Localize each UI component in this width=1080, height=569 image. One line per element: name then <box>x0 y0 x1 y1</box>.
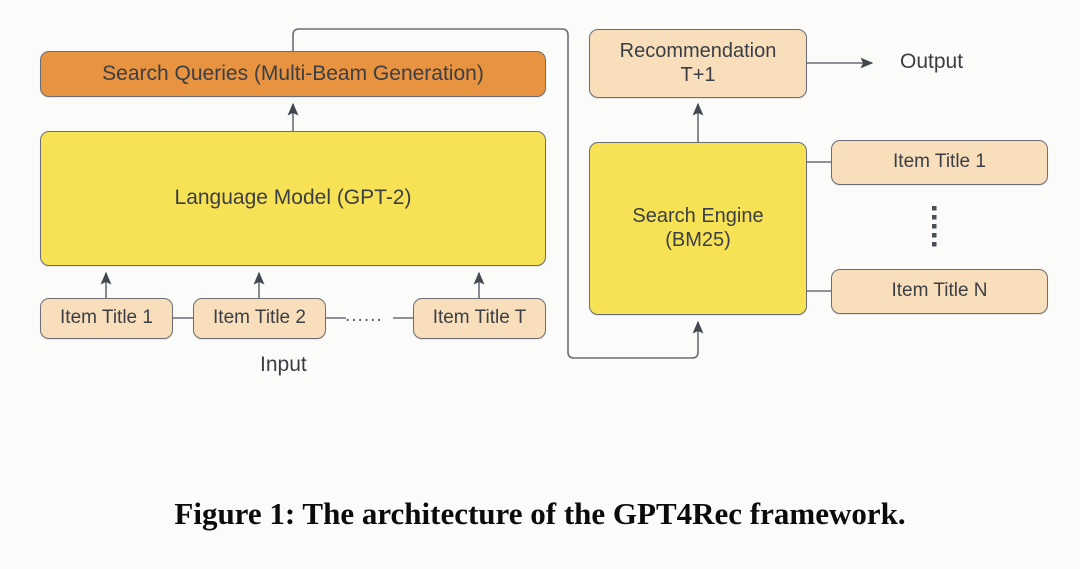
node-result-item-title-1[interactable]: Item Title 1 <box>831 140 1048 185</box>
node-input-item-title-2[interactable]: Item Title 2 <box>193 298 326 339</box>
input-label: Input <box>260 353 307 376</box>
node-input-item-title-t[interactable]: Item Title T <box>413 298 546 339</box>
node-search-engine[interactable]: Search Engine (BM25) <box>589 142 807 315</box>
node-recommendation[interactable]: Recommendation T+1 <box>589 29 807 98</box>
node-result-item-title-n[interactable]: Item Title N <box>831 269 1048 314</box>
node-search-queries[interactable]: Search Queries (Multi-Beam Generation) <box>40 51 546 97</box>
node-language-model[interactable]: Language Model (GPT-2) <box>40 131 546 266</box>
vertical-dots-icon <box>932 206 937 247</box>
figure-caption: Figure 1: The architecture of the GPT4Re… <box>174 496 906 531</box>
arrow-search-queries-to-search-engine <box>292 28 704 359</box>
output-label: Output <box>900 50 964 73</box>
horizontal-ellipsis-label: ...... <box>345 305 383 326</box>
node-input-item-title-1[interactable]: Item Title 1 <box>40 298 173 339</box>
